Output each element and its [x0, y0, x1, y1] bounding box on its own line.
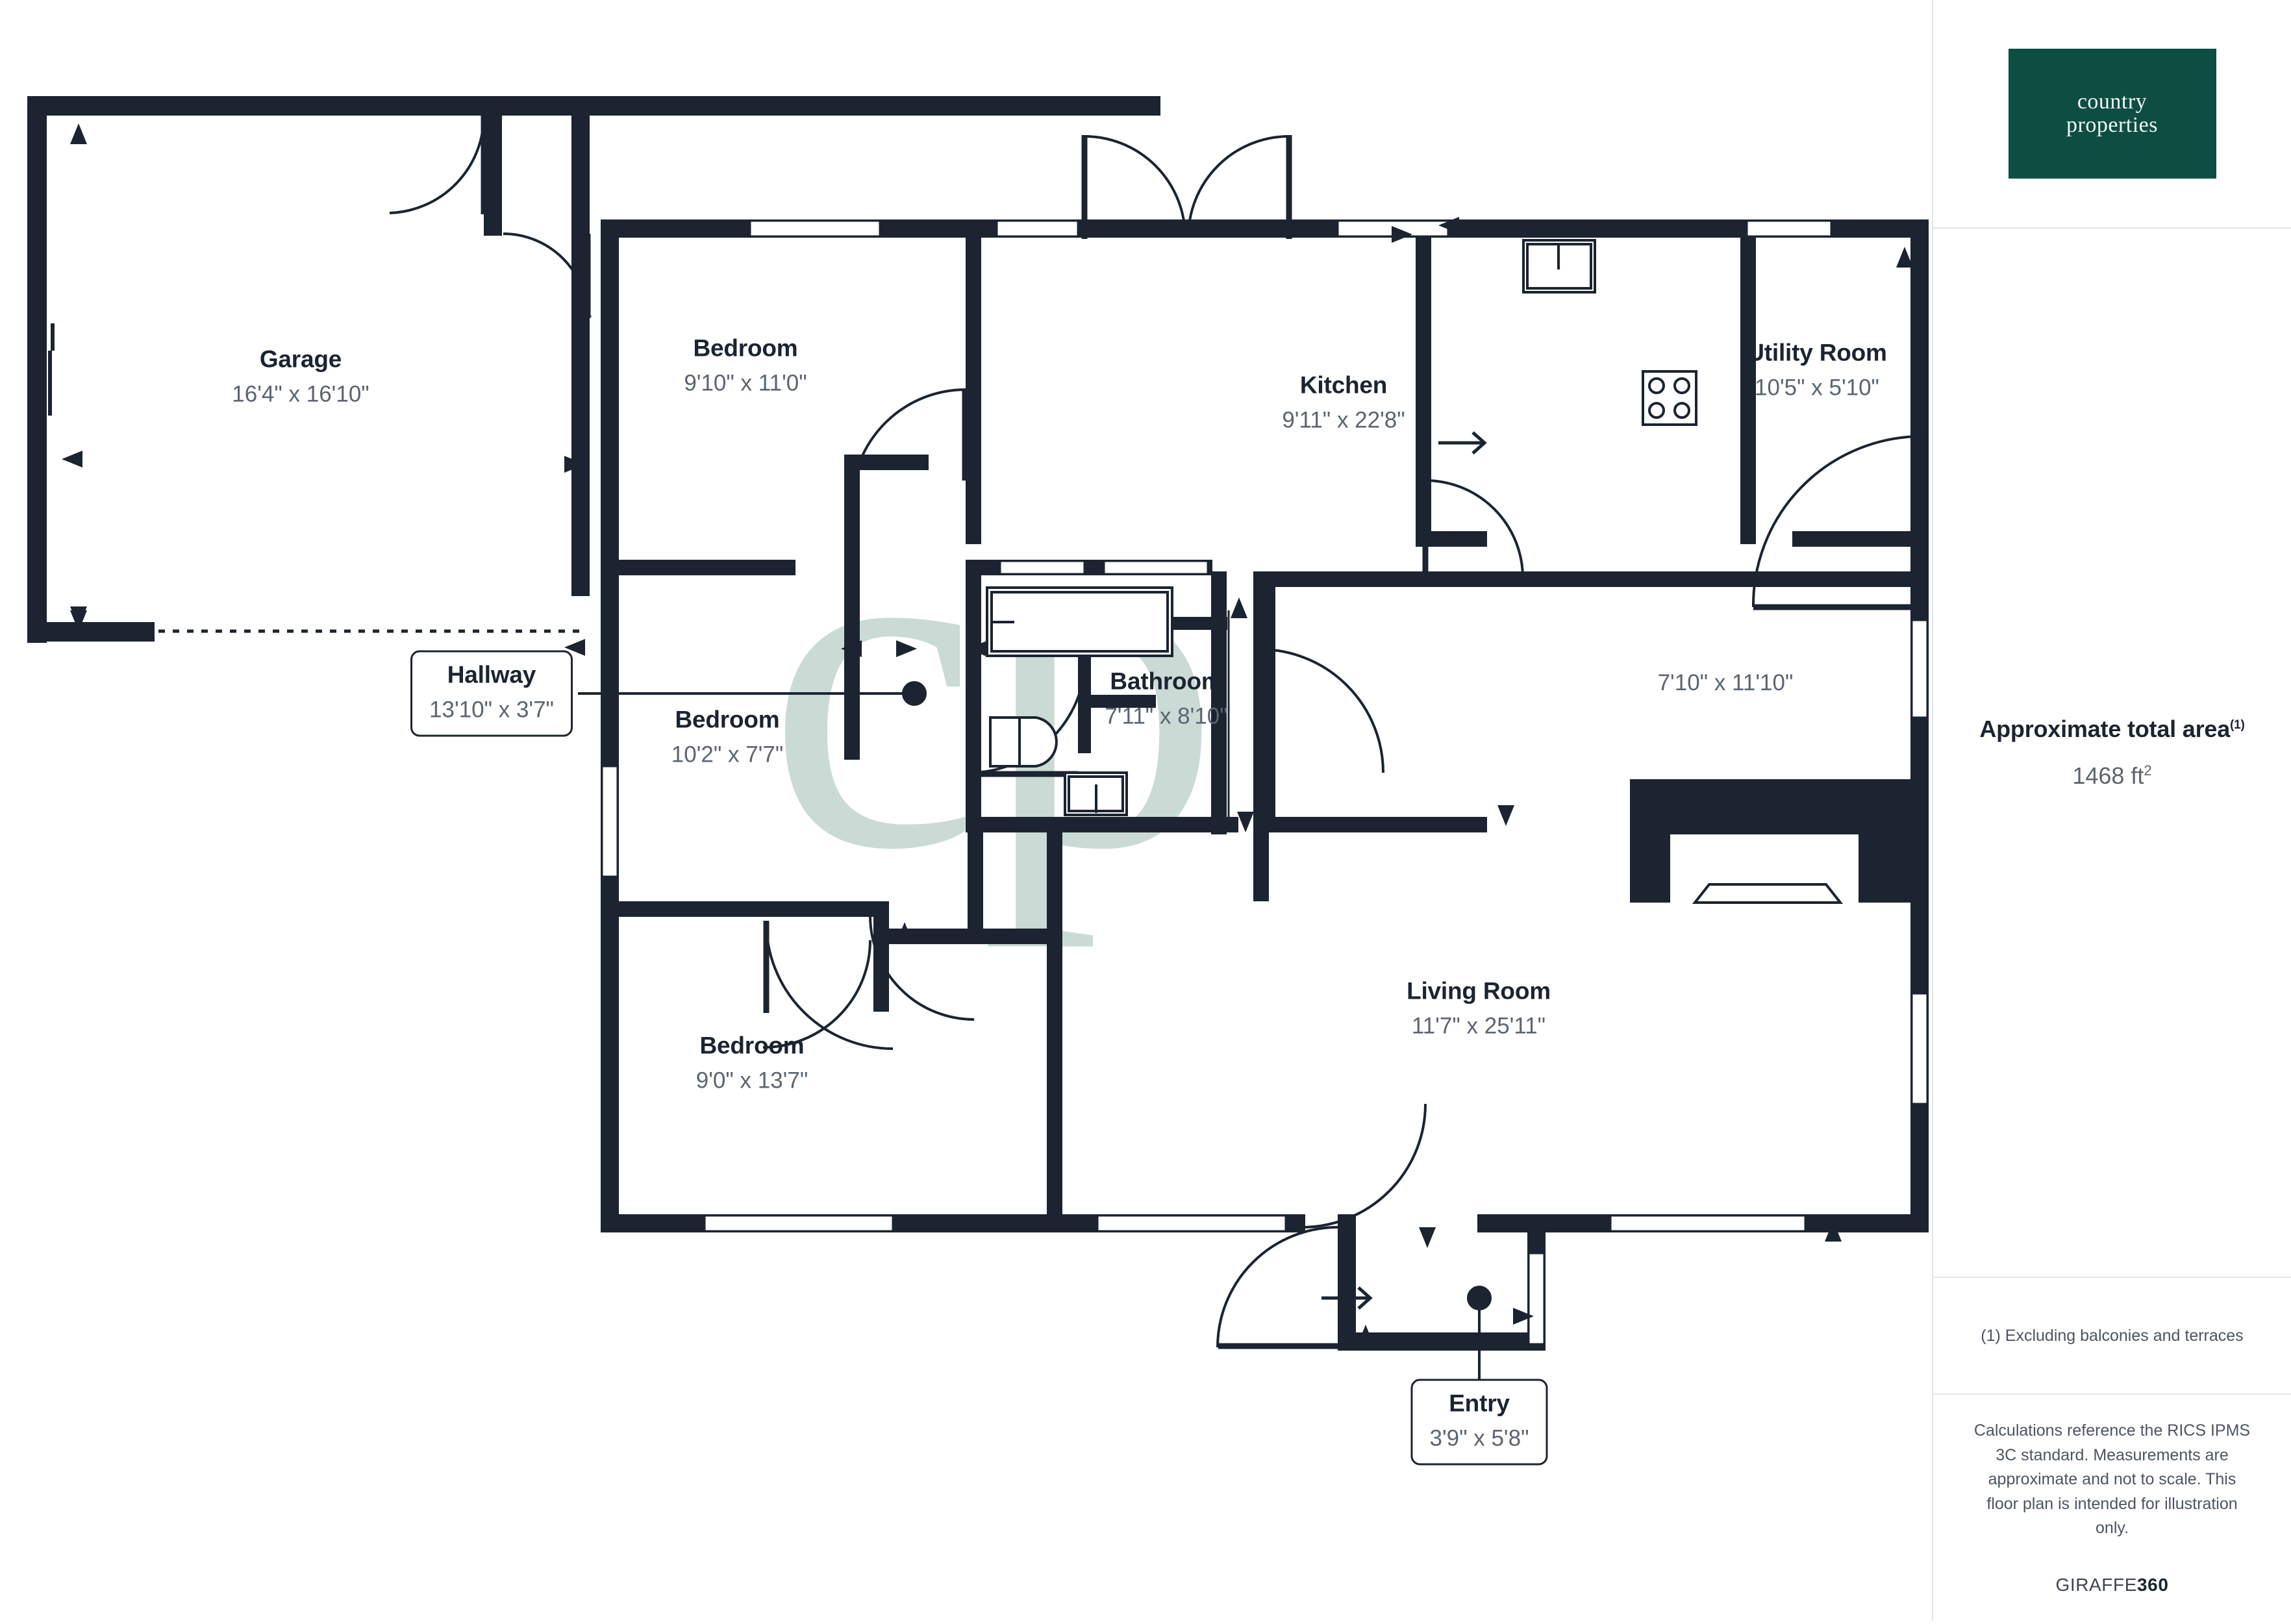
fixtures [986, 239, 1844, 904]
room-label-bedroom-1: Bedroom 9'10" x 11'0" [684, 335, 807, 397]
disclaimer-cell: Calculations reference the RICS IPMS 3C … [1933, 1395, 2291, 1619]
total-area-unit-exponent: 2 [2144, 762, 2152, 779]
room-label-bedroom-3: Bedroom 9'0" x 13'7" [696, 1032, 808, 1094]
fireplace-hearth [1692, 883, 1844, 904]
room-dimensions: 16'4" x 16'10" [232, 381, 369, 407]
kitchen-sink [1522, 239, 1596, 294]
cupboard-shelf [1220, 610, 1230, 818]
wash-basin [1064, 771, 1128, 816]
wall-detail [27, 96, 584, 643]
bath-tub [986, 586, 1173, 657]
windows [601, 219, 1929, 1345]
logo-line-2: properties [2066, 113, 2158, 137]
room-label-bedroom-2: Bedroom 10'2" x 7'7" [671, 706, 784, 768]
footnote-text: (1) Excluding balconies and terraces [1981, 1326, 2244, 1345]
total-area-title: Approximate total area(1) [1979, 716, 2245, 743]
total-area-title-text: Approximate total area [1979, 716, 2231, 742]
room-dimensions: 11'7" x 25'11" [1411, 1013, 1546, 1039]
room-dimensions: 3'9" x 5'8" [1429, 1425, 1529, 1451]
footnote-cell: (1) Excluding balconies and terraces [1933, 1278, 2291, 1395]
room-label-utility-room: Utility Room 10'5" x 5'10" [1747, 339, 1887, 401]
arrow-front-entry [1321, 1286, 1373, 1310]
total-area-footnote-marker: (1) [2230, 718, 2245, 732]
logo-text: country properties [2066, 90, 2158, 136]
disclaimer-text: Calculations reference the RICS IPMS 3C … [1973, 1421, 2251, 1538]
room-dimensions: 10'2" x 7'7" [671, 742, 784, 768]
floor-plan-canvas: cp [27, 96, 1929, 1466]
watermark-cp: cp [767, 417, 1220, 949]
camera-markers [62, 123, 1913, 1345]
room-dimensions: 9'0" x 13'7" [695, 1068, 808, 1093]
giraffe360-suffix: 360 [2137, 1574, 2169, 1595]
arrow-utility-entry [1438, 431, 1487, 455]
toilet [989, 716, 1058, 768]
doors [389, 115, 1922, 1349]
room-label-kitchen: Kitchen 9'11" x 22'8" [1282, 372, 1405, 434]
room-name: Kitchen [1299, 371, 1388, 399]
room-dimensions: 7'10" x 11'10" [1657, 670, 1794, 695]
entrance-arrows [1321, 431, 1487, 1310]
logo-line-1: country [2077, 90, 2147, 114]
room-name: Hallway [447, 661, 536, 688]
room-name: Bedroom [675, 706, 780, 733]
total-area-number: 1468 ft [2072, 762, 2144, 789]
total-area-value: 1468 ft2 [2072, 762, 2151, 790]
room-name: Utility Room [1747, 339, 1887, 366]
country-properties-logo: country properties [2008, 49, 2216, 179]
room-name: Bathroom [1110, 668, 1223, 695]
room-dimensions: 7'11" x 8'10" [1105, 703, 1228, 729]
room-label-living-room: Living Room 11'7" x 25'11" [1407, 978, 1551, 1040]
floor-plan-svg: cp [27, 96, 1929, 1382]
room-label-hallway: Hallway 13'10" x 3'7" [410, 650, 573, 737]
room-label-garage: Garage 16'4" x 16'10" [232, 346, 369, 408]
room-label-entry: Entry 3'9" x 5'8" [1410, 1379, 1548, 1466]
room-name: Living Room [1407, 977, 1551, 1005]
room-label-unnamed-room: 7'10" x 11'10" [1658, 670, 1794, 696]
svg-text:cp: cp [767, 417, 1220, 949]
brand-logo-cell: country properties [1933, 0, 2291, 229]
room-dimensions: 9'10" x 11'0" [684, 370, 807, 396]
room-name: Bedroom [699, 1032, 805, 1059]
info-sidebar: country properties Approximate total are… [1932, 0, 2291, 1621]
giraffe360-prefix: GIRAFFE [2055, 1574, 2137, 1595]
label-leaders [578, 681, 1492, 1382]
room-label-bathroom: Bathroom 7'11" x 8'10" [1105, 668, 1227, 730]
cooker-hob [1642, 370, 1697, 426]
room-name: Entry [1449, 1390, 1510, 1417]
walls [27, 96, 1929, 1351]
room-dimensions: 9'11" x 22'8" [1282, 407, 1405, 433]
room-name: Garage [259, 345, 342, 373]
room-dimensions: 10'5" x 5'10" [1755, 375, 1879, 401]
total-area-cell: Approximate total area(1) 1468 ft2 [1933, 229, 2291, 1278]
giraffe360-brand: GIRAFFE360 [2055, 1575, 2168, 1595]
room-dimensions: 13'10" x 3'7" [429, 697, 554, 723]
room-name: Bedroom [693, 334, 798, 362]
